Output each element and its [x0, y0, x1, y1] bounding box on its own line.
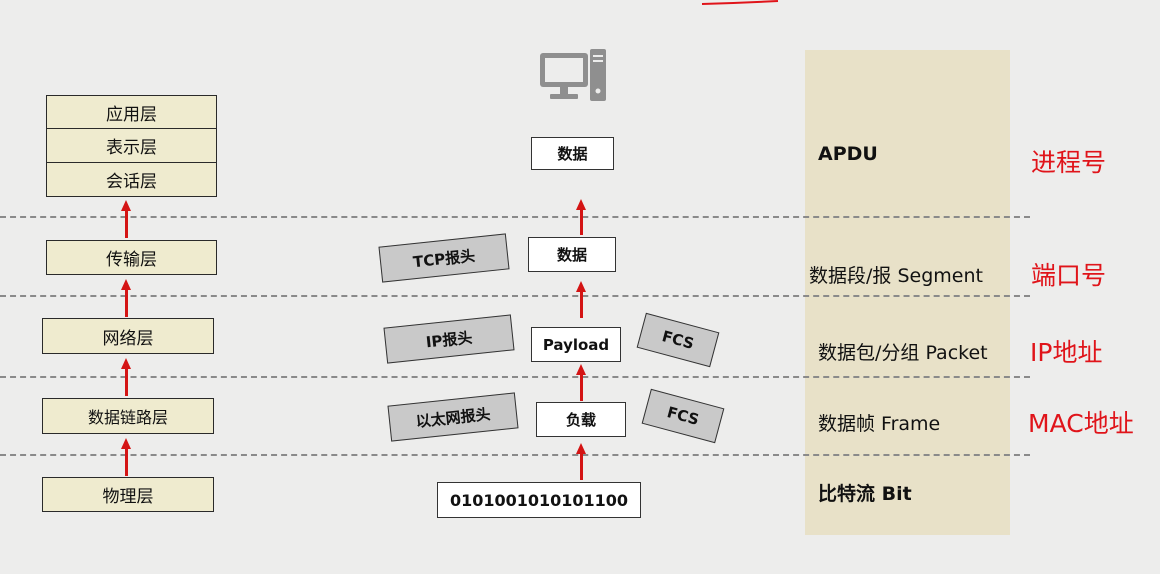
network-fcs-tag: FCS — [636, 312, 720, 368]
up-arrow-icon — [121, 200, 131, 238]
pdu-apdu: APDU — [818, 143, 878, 165]
ethernet-header-tag: 以太网报头 — [387, 392, 519, 442]
layer-presentation: 表示层 — [47, 129, 216, 163]
separator-transport-network — [0, 295, 1030, 297]
up-arrow-icon — [576, 443, 586, 480]
up-arrow-icon — [576, 199, 586, 235]
address-process-id: 进程号 — [1031, 148, 1107, 177]
layer-network: 网络层 — [42, 318, 214, 354]
tcp-header-tag: TCP报头 — [378, 233, 510, 283]
pdu-packet: 数据包/分组 Packet — [818, 342, 988, 364]
separator-datalink-physical — [0, 454, 1030, 456]
up-arrow-icon — [576, 364, 586, 401]
up-arrow-icon — [121, 279, 131, 317]
ip-header-tag: IP报头 — [383, 314, 515, 364]
app-data-box: 数据 — [531, 137, 614, 170]
layer-session: 会话层 — [106, 171, 157, 192]
up-arrow-icon — [121, 438, 131, 476]
layer-transport: 传输层 — [46, 240, 217, 275]
frame-payload-box: 负载 — [536, 402, 626, 437]
bitstream-box: 0101001010101100 — [437, 482, 641, 518]
computer-icon — [540, 49, 606, 101]
layer-application: 应用层 — [47, 96, 216, 130]
separator-network-datalink — [0, 376, 1030, 378]
frame-fcs-tag: FCS — [641, 388, 725, 444]
up-arrow-icon — [121, 358, 131, 396]
layer-physical: 物理层 — [42, 477, 214, 512]
pdu-segment: 数据段/报 Segment — [809, 265, 983, 287]
address-mac: MAC地址 — [1028, 409, 1134, 438]
pdu-frame: 数据帧 Frame — [818, 413, 941, 435]
separator-session-transport — [0, 216, 1030, 218]
address-port: 端口号 — [1031, 261, 1107, 290]
pdu-column-background — [805, 50, 1010, 535]
up-arrow-icon — [576, 281, 586, 318]
payload-box: Payload — [531, 327, 621, 362]
layer-datalink: 数据链路层 — [42, 398, 214, 434]
upper-layers-stack: 应用层 表示层 会话层 — [46, 95, 217, 197]
pdu-bit: 比特流 Bit — [818, 483, 912, 505]
address-ip: IP地址 — [1030, 338, 1103, 367]
red-pen-stroke — [701, 0, 779, 5]
transport-data-box: 数据 — [528, 237, 616, 272]
